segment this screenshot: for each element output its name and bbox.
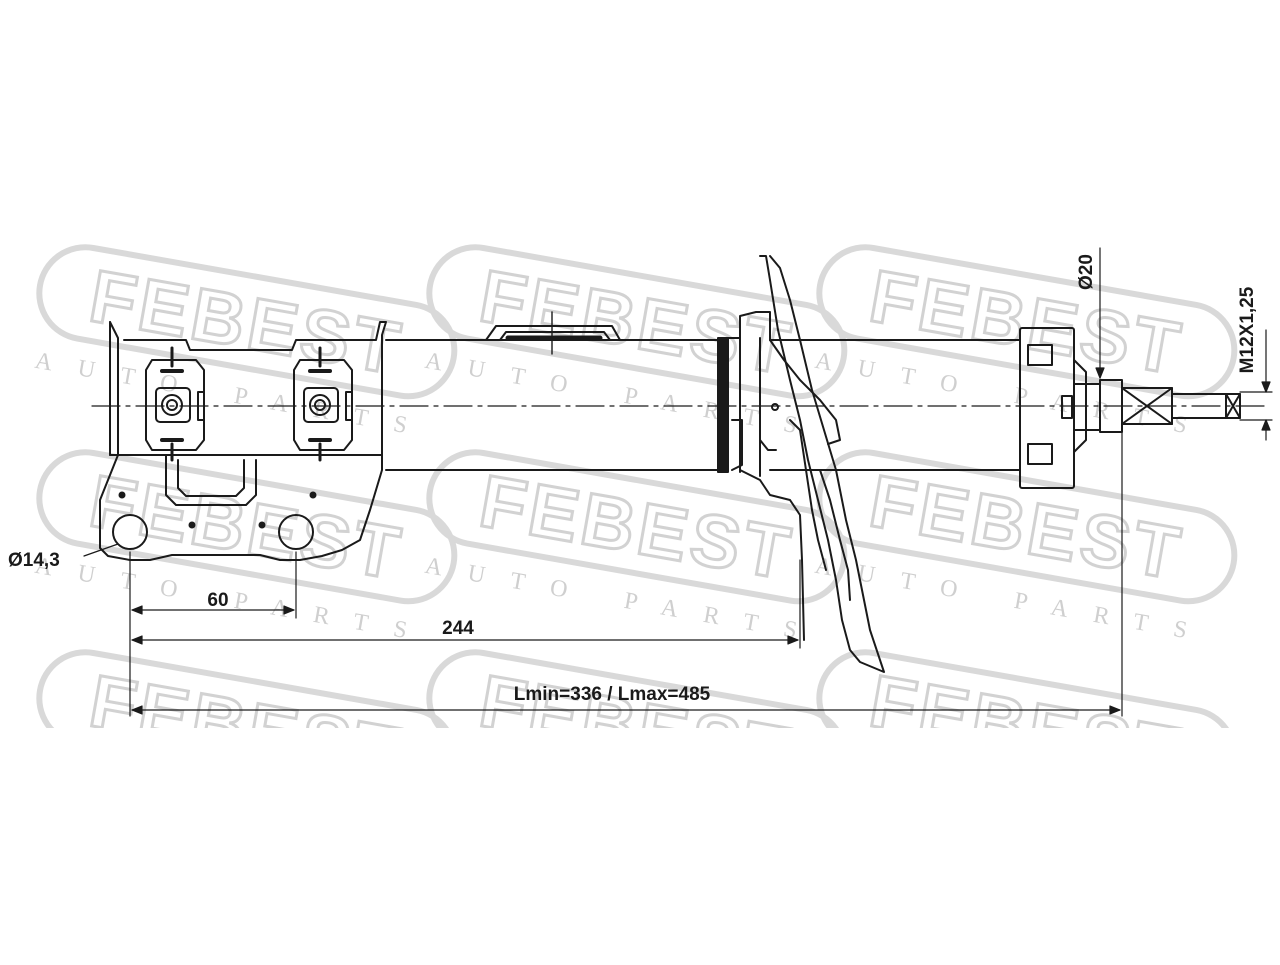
label-hole-spacing: 60 [207,590,228,611]
label-bracket-length: 244 [442,618,474,639]
bolt-block-right [293,346,353,462]
piston-rod [1061,379,1241,433]
watermark-1: FEBEST AUTO PARTS [33,244,458,443]
bracket-holes [112,514,314,550]
bracket-dots [118,491,317,529]
label-hole-diameter: Ø14,3 [8,550,60,571]
strut-drawing [83,247,1273,717]
spring-seat [727,255,885,673]
upper-tube [769,327,1087,489]
mount-hole-right [278,514,314,550]
strut-body [385,311,743,473]
label-overall-length: Lmin=336 / Lmax=485 [514,684,711,705]
dimension-labels: Ø14,3 60 244 Lmin=336 / Lmax=485 Ø20 M12… [8,254,1258,705]
watermark-3: FEBEST AUTO PARTS [813,244,1238,443]
watermark-layer: FEBEST AUTO PARTS FEBEST AUTO PARTS FEBE… [0,244,1280,960]
watermark-6: FEBEST AUTO PARTS [813,449,1238,648]
watermark-2: FEBEST AUTO PARTS [423,244,848,443]
dimension-lines [83,247,1273,717]
watermark-5: FEBEST AUTO PARTS [423,449,848,648]
mount-hole-left [112,514,148,550]
label-rod-diameter: Ø20 [1076,254,1097,290]
bolt-block-left [145,346,205,462]
label-thread: M12X1,25 [1237,286,1258,373]
